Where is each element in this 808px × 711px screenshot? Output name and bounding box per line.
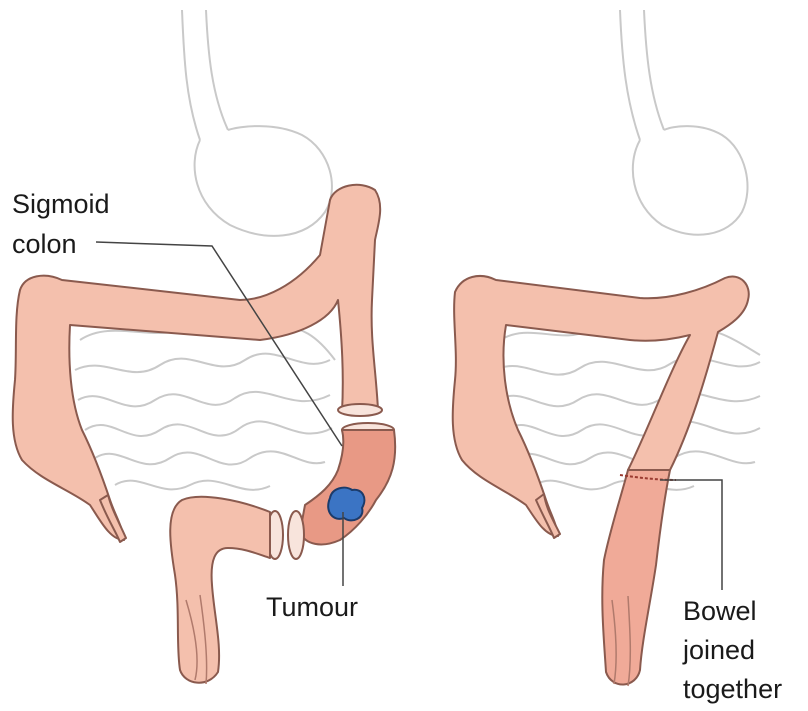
rectum-left xyxy=(170,497,270,683)
colon-upper-right xyxy=(453,276,749,536)
stomach-right xyxy=(633,126,748,235)
esophagus-left xyxy=(182,10,228,140)
bowel-joined-label-line2: joined xyxy=(683,634,755,667)
leader-bowel xyxy=(660,480,722,590)
tumour-label: Tumour xyxy=(266,591,358,624)
bowel-joined-label-line3: together xyxy=(683,673,782,706)
cut-end-rectum-top xyxy=(288,511,304,559)
esophagus-right xyxy=(620,10,664,140)
tumour-mass xyxy=(328,488,364,521)
cut-end-upper xyxy=(338,404,382,416)
sigmoid-colon-label-line1: Sigmoid xyxy=(12,188,110,221)
rejoined-colon xyxy=(602,470,670,685)
small-intestine-right xyxy=(495,327,760,490)
bowel-joined-label-line1: Bowel xyxy=(683,595,757,628)
sigmoid-colon-label-line2: colon xyxy=(12,228,77,261)
stomach-left xyxy=(195,126,332,236)
